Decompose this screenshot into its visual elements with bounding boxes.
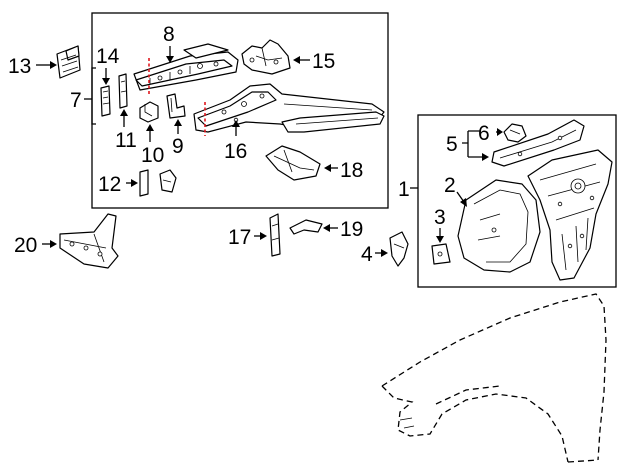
callout-9: 9	[172, 135, 184, 158]
part-20-bracket[interactable]	[59, 213, 119, 269]
callout-14: 14	[96, 45, 120, 68]
callout-4: 4	[361, 243, 373, 266]
part-16-extension[interactable]	[281, 111, 385, 133]
part-2-wheelhouse[interactable]	[457, 179, 541, 273]
callout-13: 13	[8, 55, 31, 78]
callout-10: 10	[141, 144, 164, 167]
part-3-bracket[interactable]	[431, 243, 451, 265]
part-5-upper-member[interactable]	[491, 119, 585, 167]
part-18-extension[interactable]	[265, 145, 321, 181]
callout-3: 3	[434, 206, 446, 229]
callout-12: 12	[98, 173, 121, 196]
part-1-apron[interactable]	[527, 149, 613, 281]
part-13-bracket[interactable]	[56, 45, 81, 79]
part-9-bracket[interactable]	[166, 93, 186, 119]
callout-15: 15	[312, 50, 335, 73]
callout-18: 18	[340, 159, 363, 182]
part-15-bracket[interactable]	[241, 39, 291, 75]
part-11-strip[interactable]	[118, 73, 128, 109]
part-10-block[interactable]	[139, 101, 159, 123]
part-4-bracket[interactable]	[389, 231, 409, 267]
callout-7: 7	[70, 89, 82, 112]
part-14-reinforcement[interactable]	[100, 85, 111, 117]
part-12-bracket[interactable]	[139, 169, 177, 197]
callout-11: 11	[115, 129, 137, 152]
part-19-brace[interactable]	[289, 219, 323, 235]
callout-6: 6	[478, 122, 490, 145]
part-6-bracket[interactable]	[503, 123, 527, 143]
callout-8: 8	[163, 23, 175, 46]
callout-20: 20	[14, 234, 37, 257]
callout-16: 16	[224, 140, 247, 163]
fender-outline	[381, 293, 607, 463]
part-8-frame-rail-upper[interactable]	[133, 43, 239, 91]
callout-1: 1	[398, 178, 410, 201]
part-17-reinforcement[interactable]	[269, 213, 281, 257]
callout-19: 19	[340, 218, 363, 241]
callout-17: 17	[228, 226, 251, 249]
callout-2: 2	[444, 174, 456, 197]
callout-5: 5	[446, 133, 458, 156]
group-box-right	[417, 114, 617, 288]
